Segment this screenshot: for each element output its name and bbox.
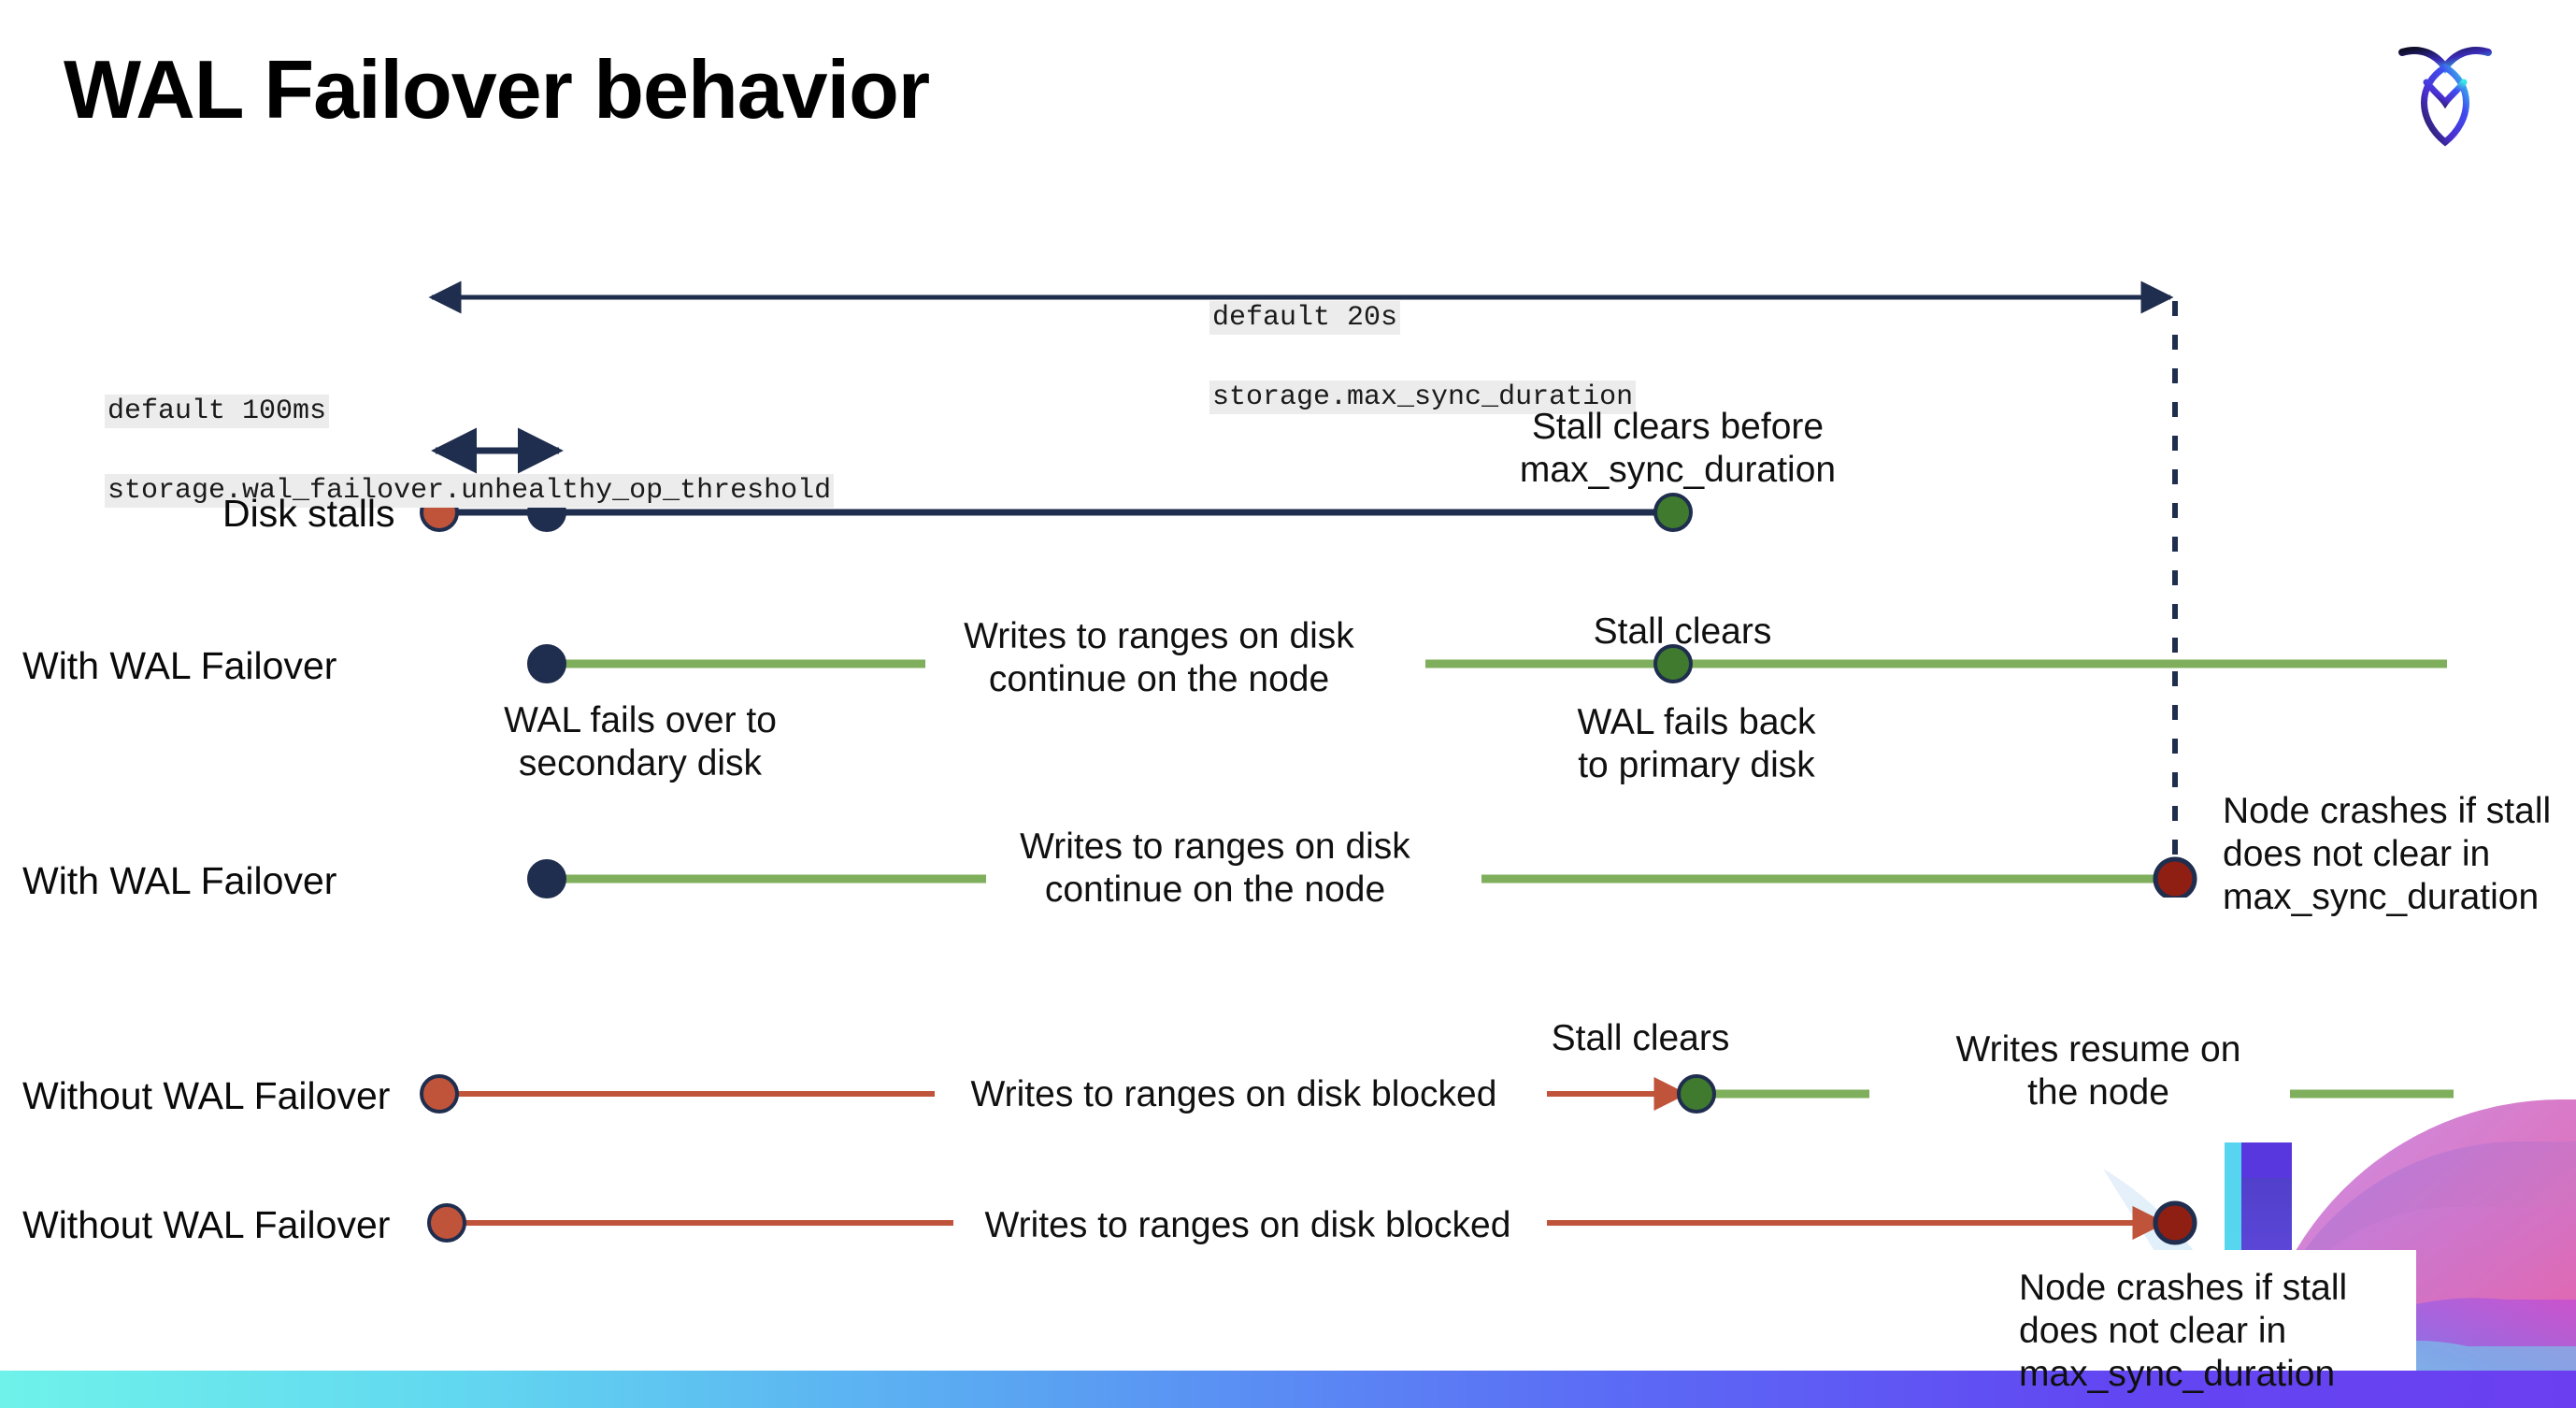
callout-unhealthy-op-threshold-setting: storage.wal_failover.unhealthy_op_thresh… — [105, 473, 835, 508]
annotation-stall-clears-1: Stall clears — [1593, 611, 1772, 652]
deco-mask-upper — [1944, 898, 2326, 1142]
marker-writes-blocked — [427, 1203, 466, 1243]
annotation-node-crashes-1: Node crashes if stall does not clear in … — [2223, 791, 2552, 918]
annotation-writes-continue-2: Writes to ranges on disk continue on the… — [1020, 826, 1410, 911]
marker-wal-failover-start — [527, 859, 566, 898]
callout-unhealthy-op-threshold: default 100ms storage.wal_failover.unhea… — [37, 352, 835, 551]
annotation-stall-clears-2: Stall clears — [1551, 1018, 1730, 1058]
annotation-writes-blocked-1: Writes to ranges on disk blocked — [970, 1074, 1497, 1114]
annotation-node-crashes-2: Node crashes if stall does not clear in … — [2019, 1268, 2348, 1395]
row-label-with-wal-failover-2: With WAL Failover — [22, 859, 337, 902]
timeline-row-with-wal-failover-1 — [527, 644, 2447, 683]
deco-mask-callout — [1968, 1250, 2416, 1386]
callout-max-sync-duration: default 20s storage.max_sync_duration — [1142, 258, 1637, 457]
bottom-gradient-bar — [0, 1371, 2576, 1408]
marker-writes-blocked — [420, 1074, 459, 1113]
page-title: WAL Failover behavior — [64, 43, 930, 136]
row-label-disk-stalls: Disk stalls — [222, 492, 395, 535]
cockroachdb-logo-icon — [2389, 30, 2501, 151]
marker-stall-clear — [1653, 493, 1693, 532]
row-label-without-wal-failover-2: Without WAL Failover — [22, 1203, 391, 1246]
row-label-without-wal-failover-1: Without WAL Failover — [22, 1074, 391, 1117]
annotation-stall-clears-before: Stall clears before max_sync_duration — [1519, 407, 1837, 491]
marker-node-crash — [2153, 856, 2197, 901]
callout-unhealthy-op-threshold-default: default 100ms — [105, 394, 330, 428]
timeline-row-with-wal-failover-2 — [527, 856, 2197, 901]
marker-wal-failover-start — [527, 644, 566, 683]
annotation-wal-fails-over: WAL fails over to secondary disk — [504, 700, 777, 784]
callout-max-sync-duration-setting: storage.max_sync_duration — [1209, 380, 1637, 414]
annotation-writes-blocked-2: Writes to ranges on disk blocked — [984, 1205, 1511, 1245]
deco-mask-left — [1869, 898, 1946, 1371]
marker-wal-fail-back — [1653, 644, 1693, 683]
callout-max-sync-duration-default: default 20s — [1209, 300, 1401, 335]
annotation-writes-continue-1: Writes to ranges on disk continue on the… — [964, 616, 1354, 700]
annotation-writes-resume: Writes resume on the node — [1955, 1029, 2241, 1113]
annotation-wal-fails-back: WAL fails back to primary disk — [1577, 702, 1816, 786]
row-label-with-wal-failover-1: With WAL Failover — [22, 644, 337, 687]
marker-stall-clear — [1677, 1074, 1716, 1113]
